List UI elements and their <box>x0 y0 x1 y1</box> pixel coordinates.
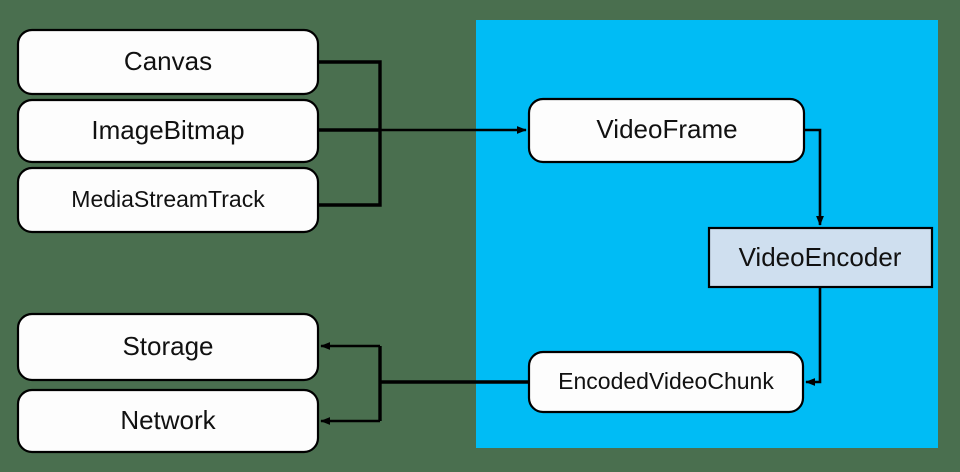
node-canvas-label: Canvas <box>124 46 212 76</box>
node-storage-label: Storage <box>122 331 213 361</box>
node-media-stream-track-label: MediaStreamTrack <box>71 186 265 212</box>
node-storage[interactable]: Storage <box>16 312 320 382</box>
node-video-encoder[interactable]: VideoEncoder <box>707 226 934 289</box>
node-encoded-video-chunk-label: EncodedVideoChunk <box>558 368 774 394</box>
node-network[interactable]: Network <box>16 388 320 454</box>
node-image-bitmap-rect[interactable] <box>16 98 320 164</box>
node-video-frame-label: VideoFrame <box>596 114 737 144</box>
node-network-rect[interactable] <box>16 388 320 454</box>
node-encoded-video-chunk[interactable]: EncodedVideoChunk <box>527 350 805 414</box>
node-video-frame-rect[interactable] <box>527 97 806 164</box>
edge-videoencoder-to-encodedvideochunk <box>805 287 822 386</box>
node-storage-rect[interactable] <box>16 312 320 382</box>
node-encoded-video-chunk-rect[interactable] <box>527 350 805 414</box>
node-media-stream-track[interactable]: MediaStreamTrack <box>16 166 320 234</box>
edge-videoframe-to-videoencoder <box>804 128 824 226</box>
node-video-frame[interactable]: VideoFrame <box>527 97 806 164</box>
node-video-encoder-rect[interactable] <box>707 226 934 289</box>
node-media-stream-track-rect[interactable] <box>16 166 320 234</box>
node-video-encoder-label: VideoEncoder <box>739 242 902 272</box>
node-network-label: Network <box>120 405 216 435</box>
node-canvas[interactable]: Canvas <box>16 28 320 96</box>
node-image-bitmap[interactable]: ImageBitmap <box>16 98 320 164</box>
edge-mediastreamtrack-to-videoframe <box>318 130 382 207</box>
edge-canvas-to-videoframe <box>318 60 382 130</box>
node-canvas-rect[interactable] <box>16 28 320 96</box>
node-image-bitmap-label: ImageBitmap <box>91 115 244 145</box>
